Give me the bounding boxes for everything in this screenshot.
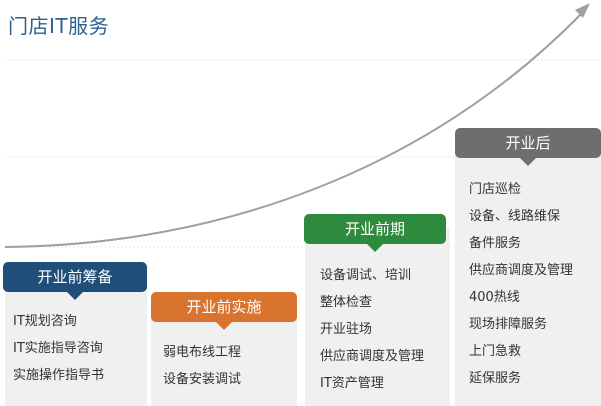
phase-item: 设备安装调试	[163, 372, 242, 387]
phase-4-item-list: 门店巡检 设备、线路维保 备件服务 供应商调度及管理 400热线 现场排障服务 …	[455, 176, 601, 392]
phase-panel-1: IT规划咨询 IT实施指导咨询 实施操作指导书	[5, 276, 147, 406]
phase-badge-4: 开业后	[455, 128, 601, 166]
phase-item: 实施操作指导书	[13, 368, 105, 383]
phase-item: 400热线	[469, 290, 520, 305]
phase-item: 设备、线路维保	[469, 209, 561, 224]
phase-item: IT实施指导咨询	[13, 341, 103, 356]
phase-item: 门店巡检	[469, 182, 522, 197]
phase-item: 现场排障服务	[469, 317, 548, 332]
phase-label: 开业后	[505, 134, 551, 152]
phase-2-item-list: 弱电布线工程 设备安装调试	[151, 339, 297, 393]
phase-item: 供应商调度及管理	[320, 349, 425, 364]
phase-item: IT规划咨询	[13, 314, 77, 329]
phase-1-item-list: IT规划咨询 IT实施指导咨询 实施操作指导书	[5, 308, 147, 389]
phase-item: 开业驻场	[320, 322, 373, 337]
phase-item: IT资产管理	[320, 376, 384, 391]
phase-label: 开业前实施	[186, 298, 262, 316]
phase-panel-4: 门店巡检 设备、线路维保 备件服务 供应商调度及管理 400热线 现场排障服务 …	[455, 142, 601, 406]
phase-item: 上门急救	[469, 344, 522, 359]
phase-item: 整体检查	[320, 295, 373, 310]
arrow-head-icon	[575, 3, 590, 18]
phase-item: 备件服务	[469, 236, 522, 251]
phase-badge-3: 开业前期	[304, 214, 446, 252]
phase-item: 弱电布线工程	[163, 345, 242, 360]
diagram-title: 门店IT服务	[8, 14, 110, 38]
phase-panel-2: 弱电布线工程 设备安装调试	[151, 307, 297, 406]
phase-badge-1: 开业前筹备	[3, 262, 147, 300]
phase-item: 设备调试、培训	[320, 268, 412, 283]
phase-panel-3: 设备调试、培训 整体检查 开业驻场 供应商调度及管理 IT资产管理	[305, 228, 450, 406]
phase-badge-2: 开业前实施	[151, 292, 297, 330]
phase-label: 开业前筹备	[37, 268, 113, 286]
phase-label: 开业前期	[344, 220, 405, 238]
phase-item: 延保服务	[469, 371, 522, 386]
phase-item: 供应商调度及管理	[469, 263, 574, 278]
phase-3-item-list: 设备调试、培训 整体检查 开业驻场 供应商调度及管理 IT资产管理	[305, 262, 450, 397]
